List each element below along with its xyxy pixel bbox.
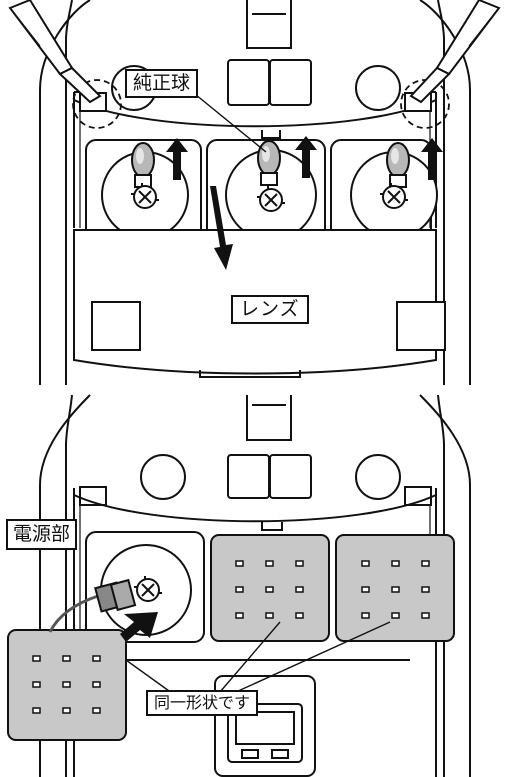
connector-icon <box>48 578 137 633</box>
same-shape-label: 同一形状です <box>146 690 259 716</box>
top-panel <box>39 0 471 385</box>
bottom-panel <box>39 394 471 777</box>
bulb-icon <box>386 142 410 188</box>
arrow-insert-icon <box>120 612 158 642</box>
bulb-icon <box>131 142 155 188</box>
led-module-icon <box>210 534 330 642</box>
genuine-bulb-label: 純正球 <box>125 69 199 98</box>
arrow-up-icon <box>166 136 443 180</box>
led-module-icon <box>7 629 127 741</box>
arrow-down-icon <box>210 186 233 270</box>
screwdriver-icon <box>409 0 501 104</box>
power-unit-label: 電源部 <box>6 519 78 550</box>
lens-label: レンズ <box>231 295 309 324</box>
screwdriver-icon <box>8 0 102 104</box>
led-module-icon <box>335 534 455 642</box>
